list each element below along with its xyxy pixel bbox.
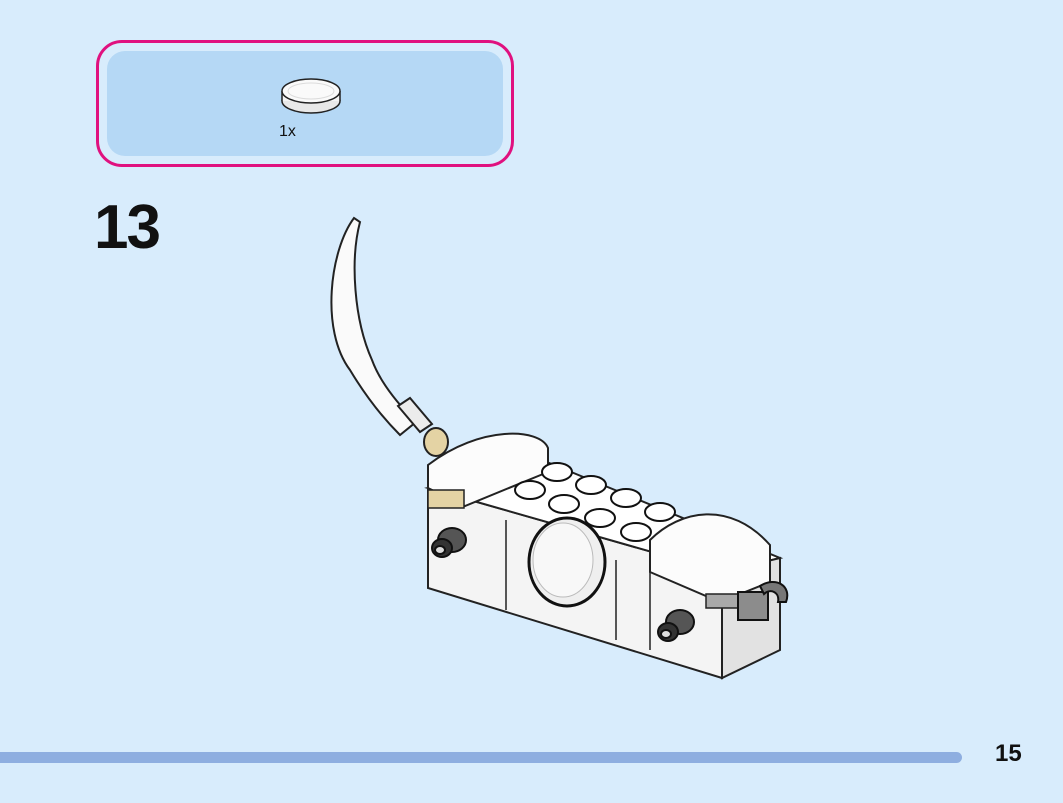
- parts-callout: 1x: [96, 40, 514, 167]
- right-slope: [649, 513, 771, 604]
- tan-connector: [423, 427, 449, 457]
- studs: [514, 462, 676, 542]
- pin-right: [657, 609, 695, 642]
- part-quantity: 1x: [279, 123, 296, 140]
- step-number: 13: [94, 193, 161, 262]
- page-progress-bar: [0, 752, 962, 763]
- page-number: 15: [995, 740, 1022, 767]
- parts-callout-inner: 1x: [107, 51, 503, 156]
- tail-piece: [330, 216, 418, 437]
- pin-left: [431, 527, 467, 558]
- left-slope: [427, 432, 549, 508]
- clip-piece: [737, 581, 789, 621]
- lego-model-illustration: [330, 216, 789, 680]
- round-tile-icon: [281, 78, 341, 114]
